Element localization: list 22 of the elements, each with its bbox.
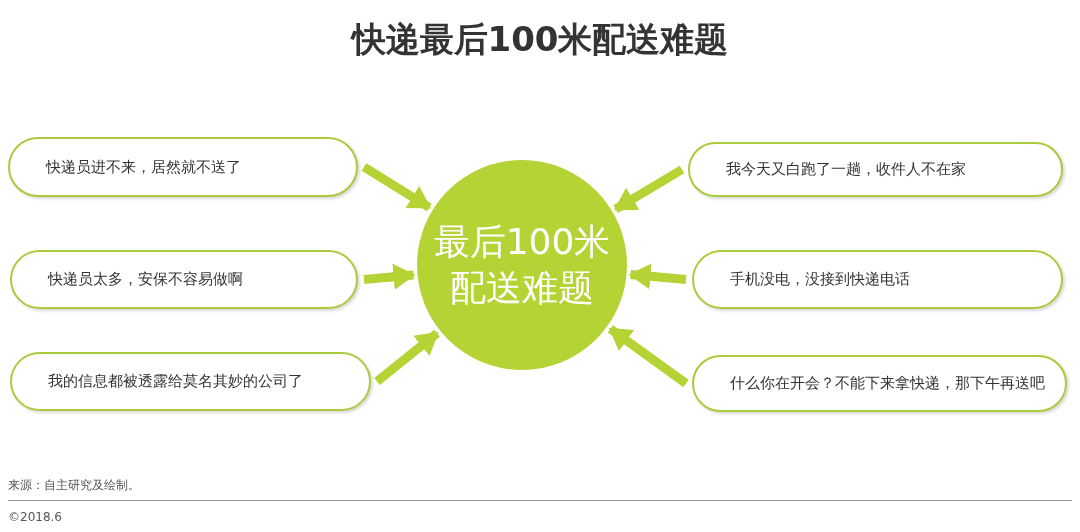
arrow — [374, 329, 440, 385]
title: 快递最后100米配送难题 — [351, 18, 729, 61]
quote-pill — [692, 355, 1067, 412]
quote-pill — [10, 250, 358, 309]
quote-text: 我的信息都被透露给莫名其妙的公司了 — [48, 371, 303, 393]
quote-text: 快递员太多，安保不容易做啊 — [48, 269, 243, 291]
copyright-note: ©2018.6 — [8, 509, 62, 526]
source-note: 来源：自主研究及绘制。 — [8, 477, 140, 494]
arrow — [607, 325, 689, 388]
arrow — [628, 263, 687, 290]
arrow — [613, 165, 685, 213]
arrow — [361, 163, 432, 212]
topic-text: 最后100米配送难题 — [432, 220, 612, 310]
quote-text: 什么你在开会？不能下来拿快递，那下午再送吧 — [730, 373, 1045, 395]
arrow — [363, 263, 416, 290]
quote-text: 快递员进不来，居然就不送了 — [46, 156, 241, 178]
quote-pill — [8, 137, 358, 197]
quote-pill — [688, 142, 1063, 197]
quote-text: 手机没电，没接到快递电话 — [730, 269, 910, 291]
quote-pill — [10, 352, 371, 411]
quote-pill — [692, 250, 1063, 309]
quote-text: 我今天又白跑了一趟，收件人不在家 — [726, 159, 966, 181]
